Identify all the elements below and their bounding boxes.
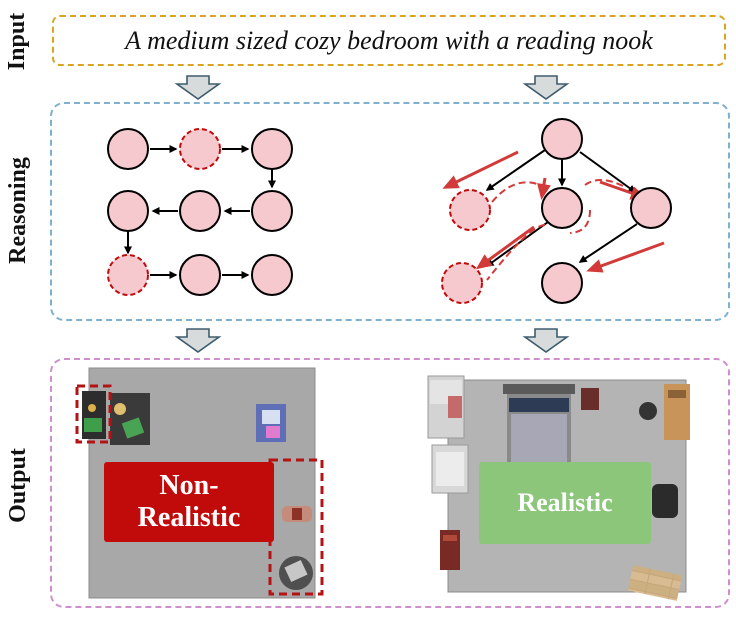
- realistic-text: Realistic: [517, 488, 613, 518]
- flow-arrow-right-2: [522, 328, 570, 353]
- nightstand-icon: [82, 391, 106, 439]
- highlight-box: [75, 384, 112, 444]
- edge: [485, 149, 546, 191]
- non-realistic-badge: Non- Realistic: [104, 462, 274, 542]
- graph-node-error: [179, 128, 221, 170]
- graph-node-error: [449, 189, 491, 231]
- output-panel: [50, 358, 730, 608]
- input-prompt: A medium sized cozy bedroom with a readi…: [125, 26, 653, 55]
- edge: [578, 223, 638, 263]
- graph-node-error: [107, 254, 149, 296]
- graph-node: [251, 128, 293, 170]
- graph-node: [541, 187, 583, 229]
- ottoman-icon: [282, 506, 312, 522]
- tree-dashed-paths: [486, 179, 626, 281]
- graph-node: [107, 190, 149, 232]
- shelf-icon: [256, 404, 286, 442]
- bed-icon: [503, 384, 575, 472]
- graph-node: [179, 190, 221, 232]
- linear-nodes: [107, 128, 293, 296]
- flow-arrow-left-2: [174, 328, 222, 353]
- graph-node-error: [441, 262, 483, 304]
- bookshelf-icon: [440, 530, 460, 570]
- graph-node: [251, 254, 293, 296]
- desk-icon: [110, 393, 150, 445]
- realistic-badge: Realistic: [479, 462, 651, 544]
- flow-arrows: [174, 75, 570, 353]
- graph-node: [107, 128, 149, 170]
- graph-node: [541, 262, 583, 304]
- flow-arrow-left-1: [174, 75, 222, 100]
- graph-node: [179, 254, 221, 296]
- non-realistic-text: Non- Realistic: [137, 469, 241, 533]
- crate-icon: [627, 565, 683, 601]
- graph-node: [630, 187, 672, 229]
- flow-arrow-right-1: [522, 75, 570, 100]
- tree-red-arrows: [442, 150, 665, 273]
- edge: [579, 151, 637, 193]
- desk-chair-icon: [639, 384, 690, 440]
- graph-node: [251, 190, 293, 232]
- cabinet-icon: [581, 388, 599, 410]
- tree-nodes: [441, 118, 672, 304]
- graph-node: [541, 118, 583, 160]
- linear-reasoning-graph: [124, 145, 276, 279]
- armchair-icon: [652, 484, 678, 518]
- reasoning-panel: [50, 102, 730, 321]
- input-panel: A medium sized cozy bedroom with a readi…: [52, 15, 726, 66]
- wardrobe-icon: [427, 375, 469, 494]
- armchair-icon: [279, 556, 313, 590]
